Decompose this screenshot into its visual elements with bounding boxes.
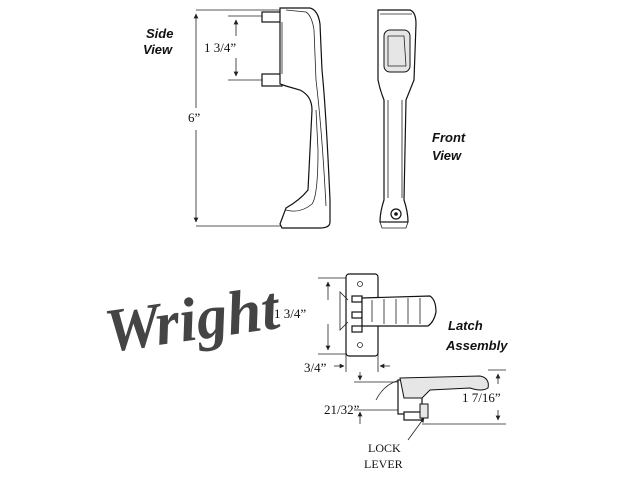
post-spacing-label: 1 3/4” <box>204 40 236 55</box>
latch-title-line2: Assembly <box>445 338 508 353</box>
overall-height-label: 6” <box>188 110 201 125</box>
front-view: Front View <box>377 9 466 229</box>
lock-lever-callout: LOCK LEVER <box>364 417 425 471</box>
wright-logo-text: Wright <box>100 274 284 366</box>
overall-height-dimension: 6” <box>188 9 282 227</box>
latch-title-line1: Latch <box>448 318 483 333</box>
lever-height-label: 1 7/16” <box>462 390 501 405</box>
side-view-title-line1: Side <box>146 26 173 41</box>
body-depth-dimension: 21/32” <box>324 372 400 424</box>
thumb-button <box>383 29 411 73</box>
lever-height-dimension: 1 7/16” <box>422 369 506 425</box>
front-view-title-line2: View <box>432 148 462 163</box>
side-view: Side View 6” 1 3/4” <box>143 7 331 229</box>
lock-lever-label-line2: LEVER <box>364 457 403 471</box>
latch-side-view: 21/32” 1 7/16” LOCK LEVER <box>324 369 506 471</box>
plate-height-label: 1 3/4” <box>274 306 306 321</box>
handle-side-outline <box>261 7 331 229</box>
lock-lever-label-line1: LOCK <box>368 441 401 455</box>
post-spacing-dimension: 1 3/4” <box>204 15 262 81</box>
front-view-title-line1: Front <box>432 130 466 145</box>
latch-lever-arm <box>339 291 437 331</box>
side-view-title-line2: View <box>143 42 173 57</box>
plate-width-label: 3/4” <box>304 360 327 375</box>
wright-logo: Wright <box>100 274 284 366</box>
plate-height-dimension: 1 3/4” <box>274 277 348 355</box>
lock-lever-tab <box>419 403 429 419</box>
handle-front-outline <box>377 9 417 229</box>
plate-width-dimension: 3/4” <box>304 354 390 375</box>
latch-assembly: Latch Assembly 1 3/4” 3/4” <box>274 273 508 375</box>
body-depth-label: 21/32” <box>324 402 360 417</box>
